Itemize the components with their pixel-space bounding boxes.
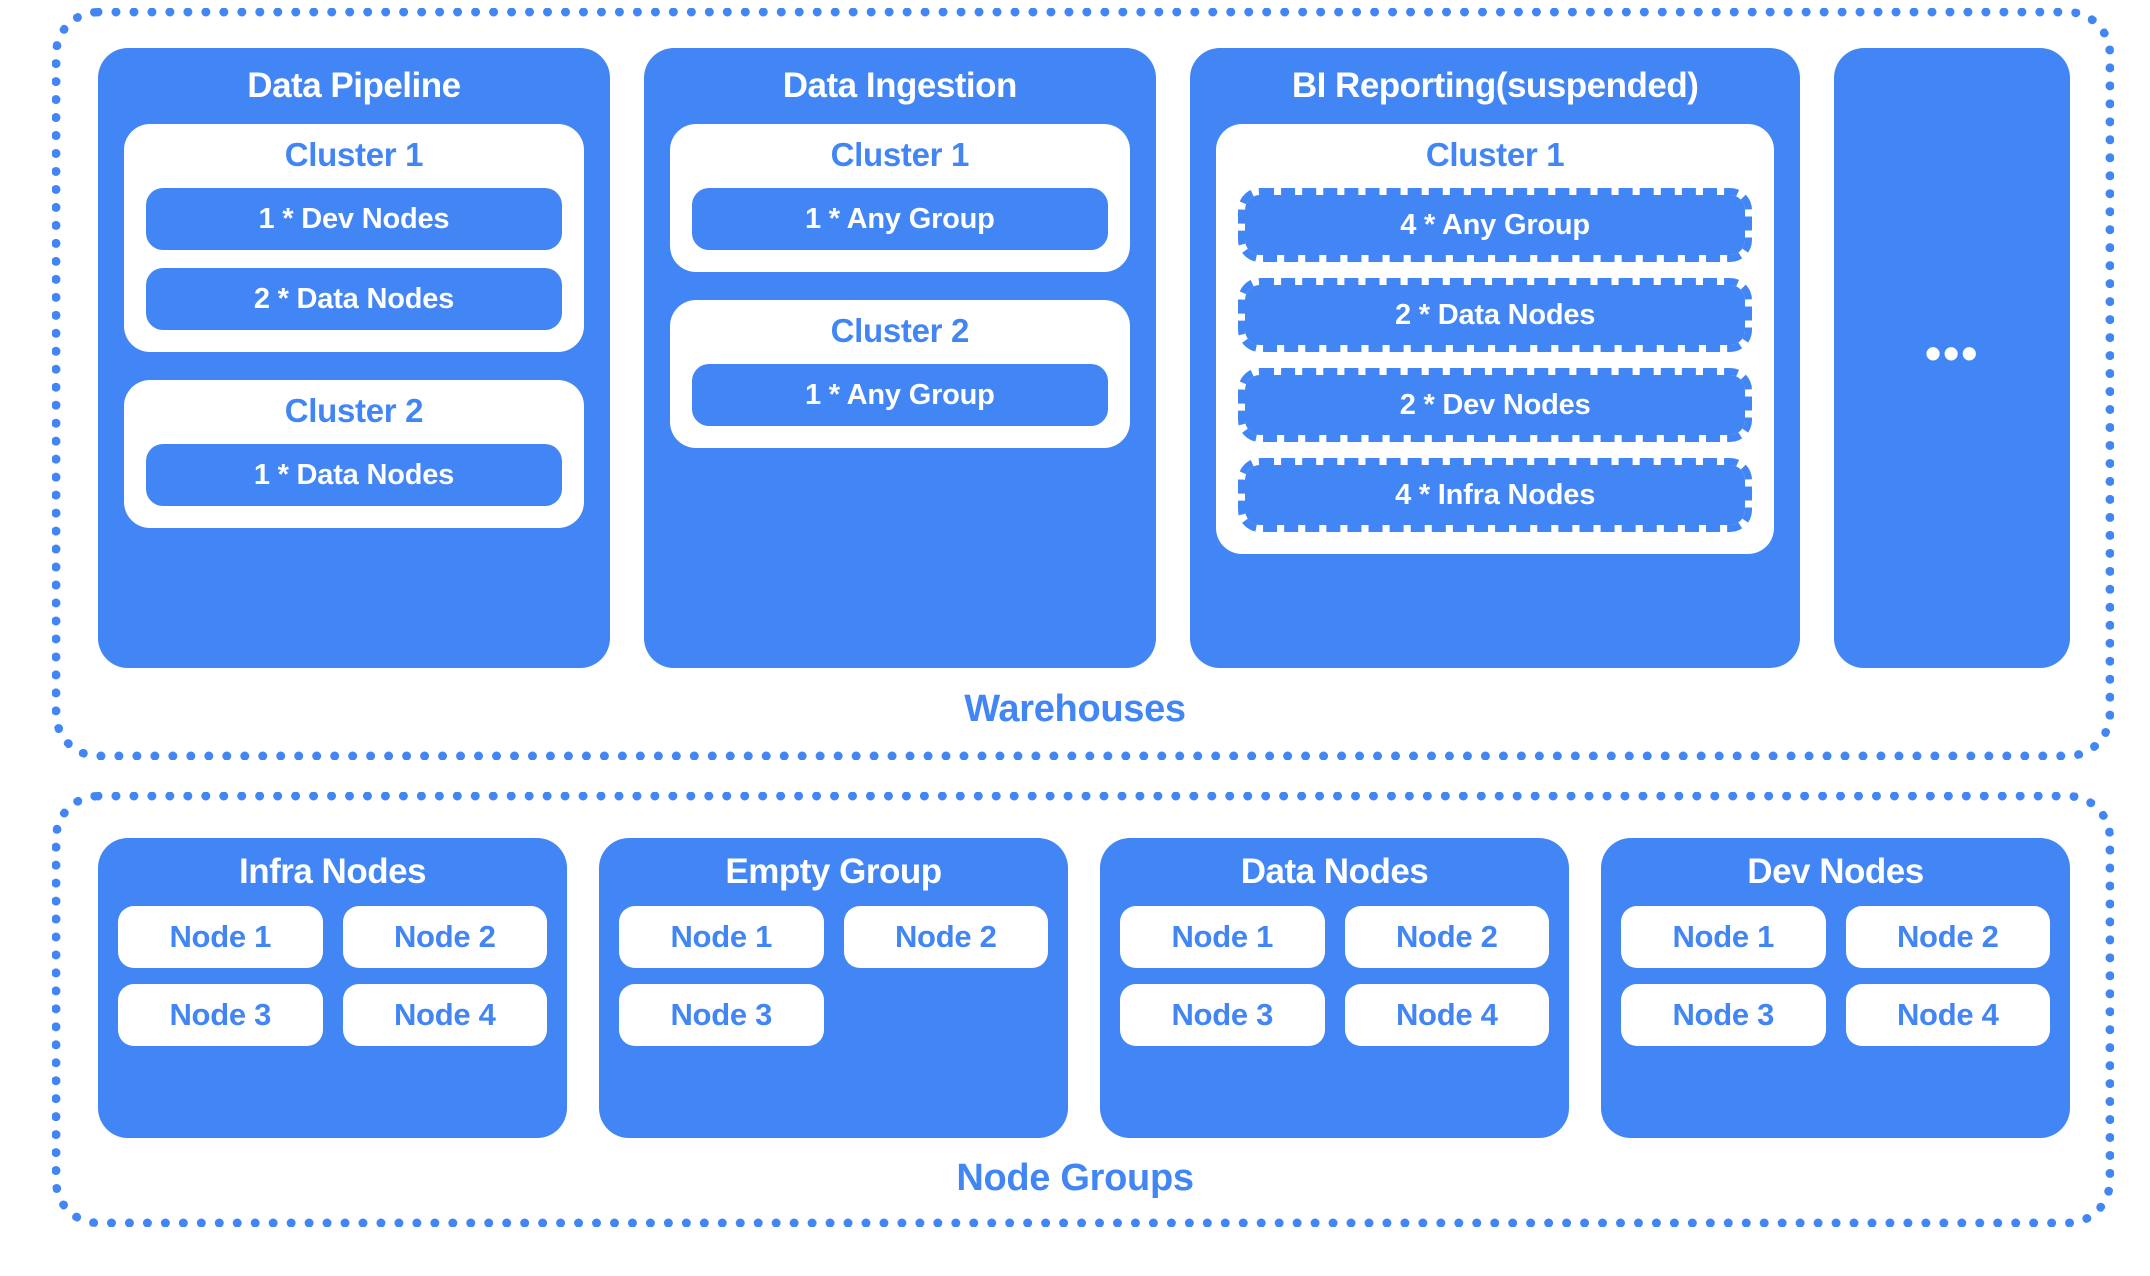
node-spec-pill[interactable]: 2 * Dev Nodes <box>1237 368 1753 442</box>
warehouse-card-more[interactable]: ••• <box>1834 48 2070 668</box>
cluster-title: Cluster 1 <box>284 136 424 173</box>
node-chip-grid: Node 1 Node 2 Node 3 Node 4 <box>1621 906 2050 1046</box>
cluster-card[interactable]: Cluster 2 1 * Data Nodes <box>124 380 584 528</box>
warehouse-title: BI Reporting(suspended) <box>1291 66 1699 105</box>
node-chip-grid: Node 1 Node 2 Node 3 Node 4 <box>1120 906 1549 1046</box>
cluster-card[interactable]: Cluster 2 1 * Any Group <box>669 300 1130 448</box>
node-chip[interactable]: Node 2 <box>342 906 547 968</box>
node-chip[interactable]: Node 3 <box>619 984 824 1046</box>
node-chip-grid: Node 1 Node 2 Node 3 <box>619 906 1048 1046</box>
warehouse-title: Data Ingestion <box>782 66 1018 105</box>
node-spec-pill[interactable]: 2 * Data Nodes <box>146 268 562 330</box>
more-warehouses-ellipsis-icon: ••• <box>1925 327 1980 380</box>
node-spec-pill[interactable]: 2 * Data Nodes <box>1237 278 1753 352</box>
node-chip[interactable]: Node 1 <box>1621 906 1826 968</box>
node-spec-pill[interactable]: 4 * Any Group <box>1237 188 1753 262</box>
node-group-title: Infra Nodes <box>238 852 427 891</box>
node-chip[interactable]: Node 1 <box>619 906 824 968</box>
cluster-title: Cluster 2 <box>830 312 970 349</box>
node-spec-pill[interactable]: 4 * Infra Nodes <box>1237 458 1753 532</box>
node-chip[interactable]: Node 2 <box>1845 906 2050 968</box>
node-group-title: Dev Nodes <box>1747 852 1924 891</box>
node-chip[interactable]: Node 4 <box>1344 984 1549 1046</box>
cluster-title: Cluster 1 <box>1425 136 1565 173</box>
node-spec-pill[interactable]: 1 * Any Group <box>691 364 1108 426</box>
node-chip[interactable]: Node 4 <box>1845 984 2050 1046</box>
node-groups-caption: Node Groups <box>956 1157 1194 1199</box>
node-group-title: Empty Group <box>725 852 942 891</box>
cluster-card[interactable]: Cluster 1 1 * Any Group <box>669 124 1130 272</box>
node-chip[interactable]: Node 1 <box>118 906 323 968</box>
node-chip[interactable]: Node 2 <box>1344 906 1549 968</box>
node-chip[interactable]: Node 3 <box>1120 984 1325 1046</box>
cluster-card[interactable]: Cluster 1 1 * Dev Nodes 2 * Data Nodes <box>124 124 584 352</box>
warehouse-card-bi-reporting-suspended[interactable]: BI Reporting(suspended) Cluster 1 4 * Any … <box>1189 48 1801 668</box>
node-chip[interactable]: Node 3 <box>1621 984 1826 1046</box>
node-spec-pill[interactable]: 1 * Data Nodes <box>146 444 562 506</box>
node-chip[interactable]: Node 4 <box>342 984 547 1046</box>
cluster-card[interactable]: Cluster 1 4 * Any Group 2 * Data Nodes 2 * … <box>1215 124 1775 554</box>
node-spec-pill[interactable]: 1 * Dev Nodes <box>146 188 562 250</box>
warehouses-frame <box>52 8 2114 760</box>
node-spec-pill[interactable]: 1 * Any Group <box>691 188 1108 250</box>
cluster-title: Cluster 1 <box>830 136 970 173</box>
warehouses-caption: Warehouses <box>964 688 1186 730</box>
cluster-title: Cluster 2 <box>284 392 424 429</box>
warehouse-title: Data Pipeline <box>247 66 461 105</box>
node-chip[interactable]: Node 3 <box>118 984 323 1046</box>
node-chip-grid: Node 1 Node 2 Node 3 Node 4 <box>118 906 547 1046</box>
node-groups-frame <box>52 792 2114 1227</box>
node-chip[interactable]: Node 1 <box>1120 906 1325 968</box>
node-group-title: Data Nodes <box>1240 852 1429 891</box>
node-chip[interactable]: Node 2 <box>843 906 1048 968</box>
